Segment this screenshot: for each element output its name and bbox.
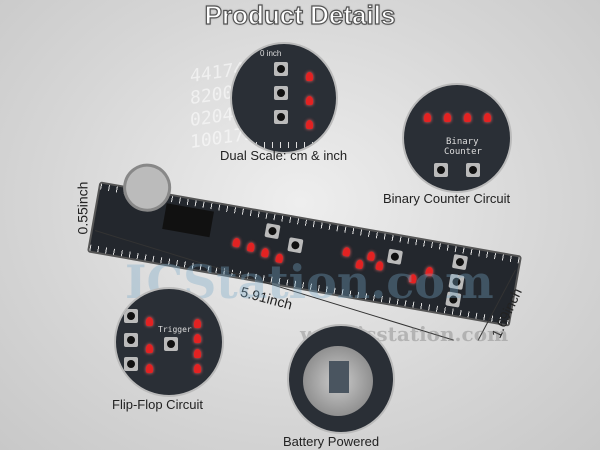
board-text-inch: 0 inch xyxy=(260,49,282,58)
detail-binary-counter: Binary Counter xyxy=(402,83,512,193)
detail-flip-flop: Trigger xyxy=(114,287,224,397)
detail-battery xyxy=(287,324,395,434)
page-title: Product Details xyxy=(204,0,396,31)
feature-label-flip-flop: Flip-Flop Circuit xyxy=(112,397,204,412)
board-text-counter: Counter xyxy=(444,147,482,157)
detail-dual-scale: 0 inch xyxy=(230,42,338,154)
board-text-binary: Binary xyxy=(446,137,479,147)
feature-label-dual-scale: Dual Scale: cm & inch xyxy=(220,148,348,163)
feature-label-binary-counter: Binary Counter Circuit xyxy=(383,191,511,206)
board-button xyxy=(264,222,281,240)
board-button xyxy=(287,237,304,254)
feature-label-battery: Battery Powered xyxy=(283,434,380,449)
height-dimension: 0.55inch xyxy=(74,181,91,235)
board-text-trigger: Trigger xyxy=(158,325,192,334)
